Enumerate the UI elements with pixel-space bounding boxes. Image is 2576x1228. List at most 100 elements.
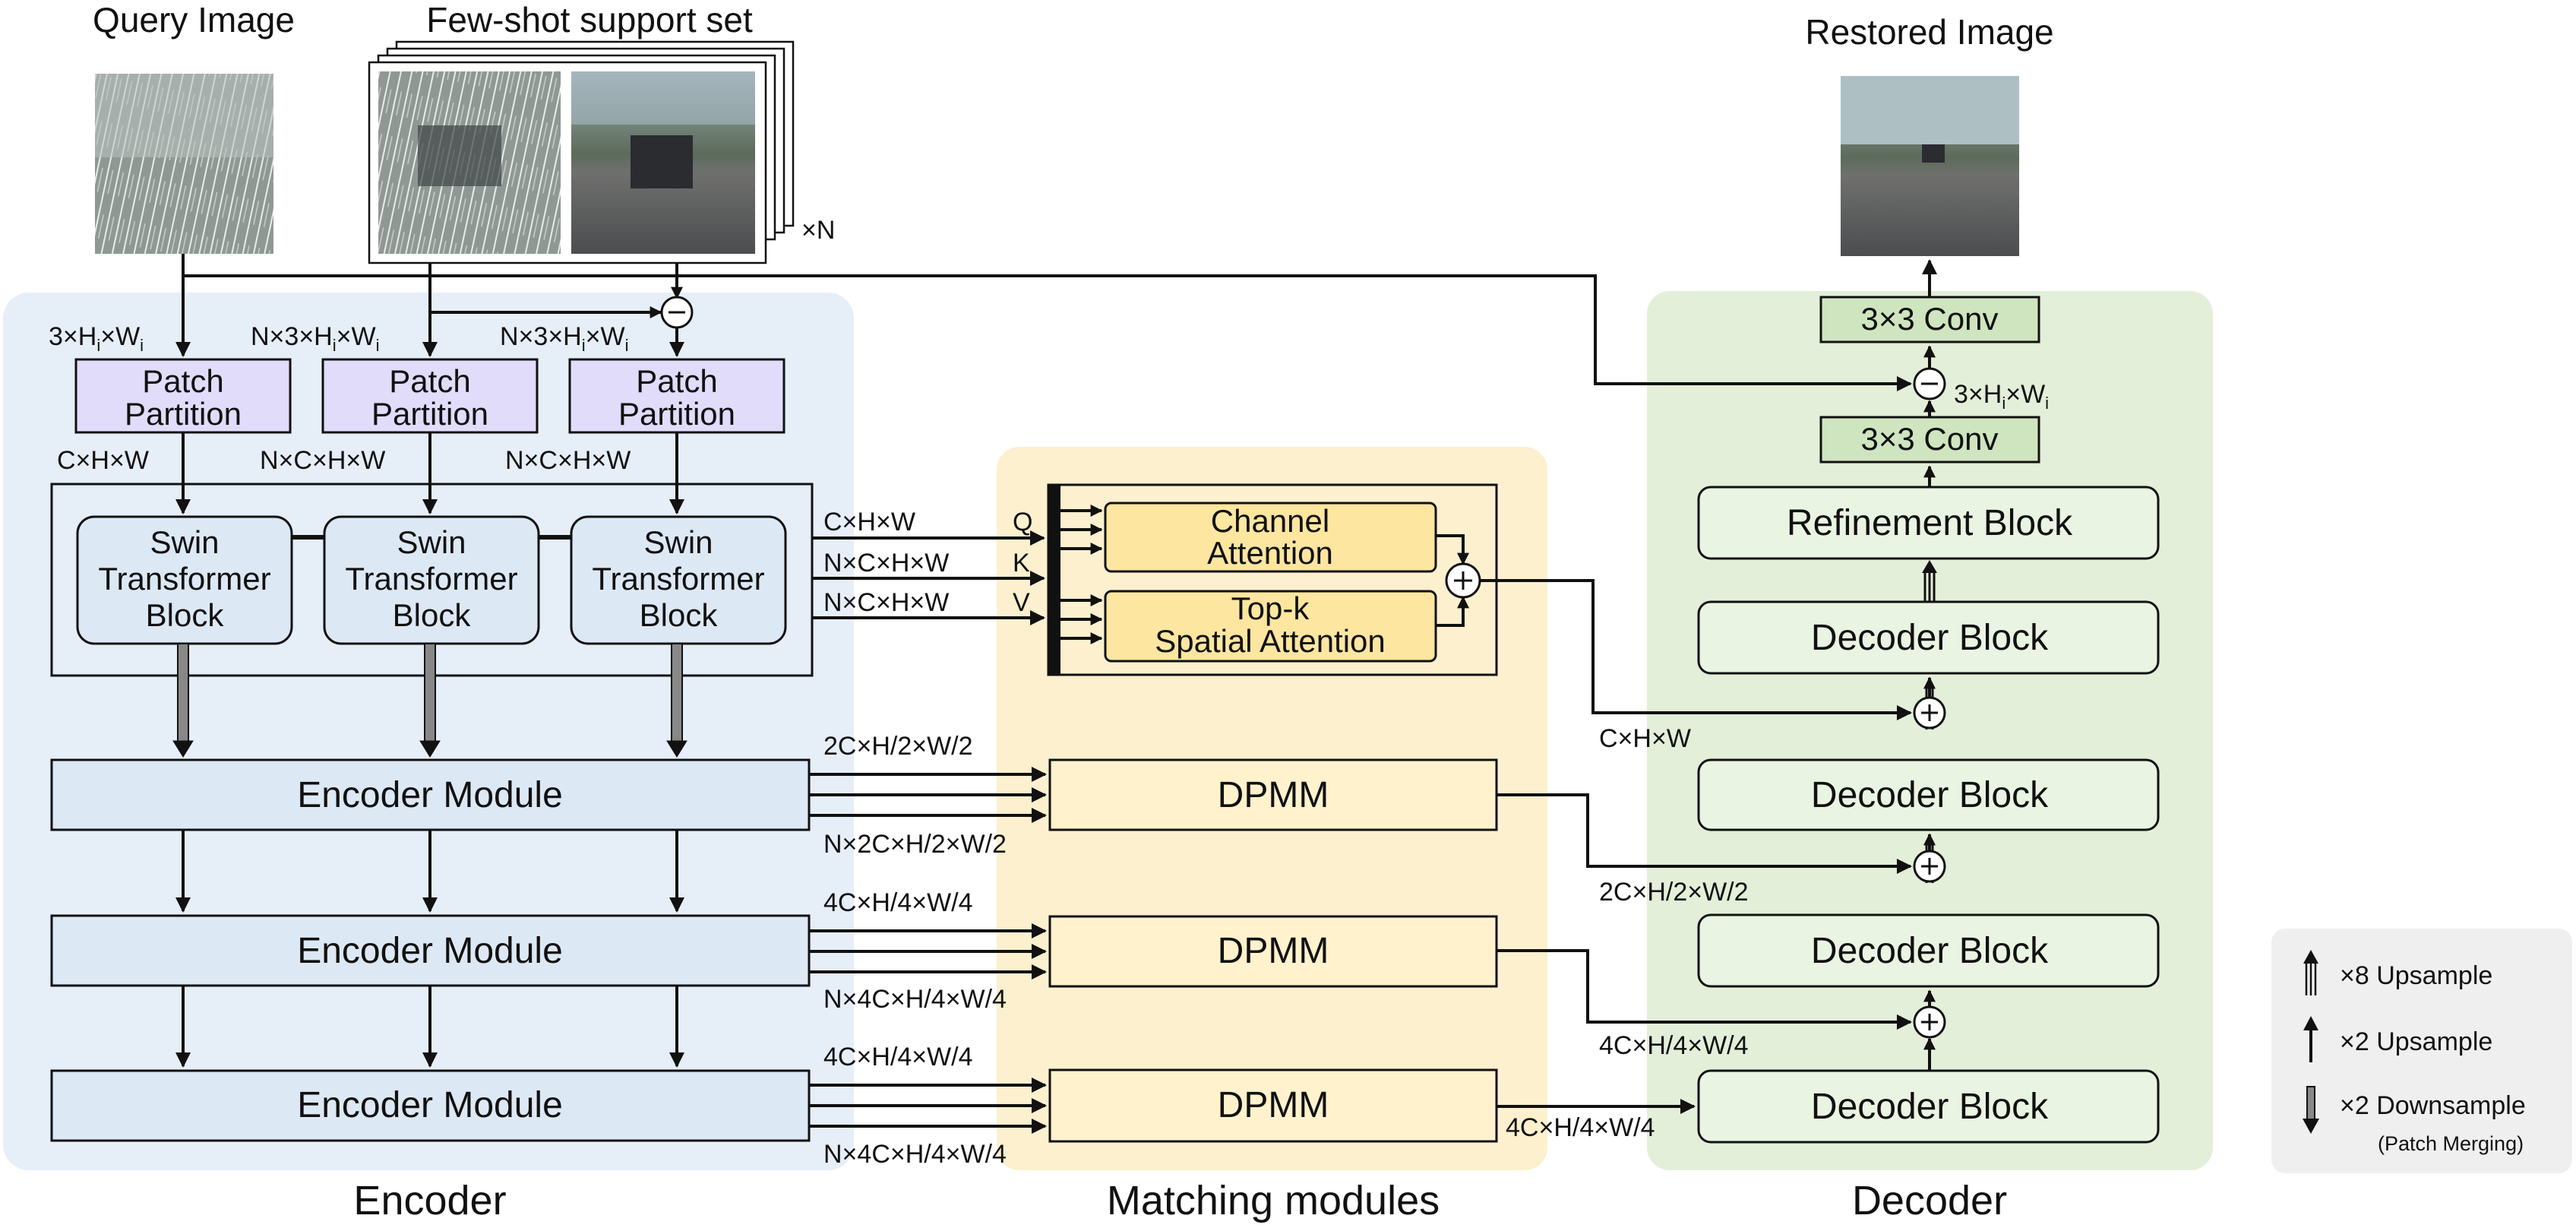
residual-input-dim: N×3×Hi×Wi bbox=[500, 322, 628, 355]
svg-text:DPMM: DPMM bbox=[1218, 1085, 1329, 1125]
plus-circle-icon bbox=[1445, 562, 1481, 599]
svg-text:Patch: Patch bbox=[636, 363, 717, 399]
attention-input-bar bbox=[1048, 485, 1060, 675]
patch-out-dim-2: N×C×H×W bbox=[260, 446, 385, 475]
svg-text:DPMM: DPMM bbox=[1218, 775, 1329, 815]
svg-text:Block: Block bbox=[640, 597, 719, 633]
svg-text:3×3 Conv: 3×3 Conv bbox=[1861, 421, 1999, 457]
topk-spatial-attention: Top-k Spatial Attention bbox=[1104, 590, 1437, 663]
encoder-module-3: Encoder Module bbox=[50, 1069, 811, 1142]
svg-text:Refinement Block: Refinement Block bbox=[1787, 503, 2073, 543]
dpmm-2: DPMM bbox=[1048, 915, 1498, 988]
svg-text:Swin: Swin bbox=[150, 524, 219, 560]
dpmm2-in-bottom: N×4C×H/4×W/4 bbox=[823, 985, 1007, 1014]
query-input-dim: 3×Hi×Wi bbox=[49, 322, 144, 355]
patch-partition-2: Patch Partition bbox=[321, 358, 539, 434]
qkv-arrows bbox=[812, 505, 1912, 720]
dpmm-to-decoder-arrows bbox=[1497, 793, 1912, 1114]
restored-image-label: Restored Image bbox=[1805, 12, 2053, 52]
decoder-plus-circle-icon-3 bbox=[1913, 1005, 1946, 1039]
dpmm1-out-dim: 2C×H/2×W/2 bbox=[1599, 878, 1749, 907]
svg-text:DPMM: DPMM bbox=[1218, 931, 1329, 971]
swin-block-1: Swin Transformer Block bbox=[76, 515, 293, 645]
swin-block-3: Swin Transformer Block bbox=[570, 515, 787, 645]
decoder-plus-circle-icon-2 bbox=[1913, 850, 1946, 883]
svg-text:Patch: Patch bbox=[142, 363, 223, 399]
legend-upsample8: ×8 Upsample bbox=[2340, 961, 2492, 990]
patch-partition-3: Patch Partition bbox=[568, 358, 785, 434]
downsample-arrows bbox=[172, 643, 687, 758]
refinement-block: Refinement Block bbox=[1697, 486, 2160, 560]
decoder-section-label: Decoder bbox=[1852, 1178, 2007, 1223]
dpmm1-in-top: 2C×H/2×W/2 bbox=[823, 732, 973, 761]
decoder-residual-dim: 3×Hi×Wi bbox=[1954, 380, 2049, 413]
svg-text:Swin: Swin bbox=[643, 524, 713, 560]
conv-top: 3×3 Conv bbox=[1819, 296, 2040, 343]
decoder-plus-circle-icon-1 bbox=[1913, 696, 1946, 730]
dpmm3-in-top: 4C×H/4×W/4 bbox=[823, 1043, 973, 1071]
query-image-label: Query Image bbox=[93, 0, 295, 40]
svg-text:Transformer: Transformer bbox=[345, 561, 517, 597]
svg-text:Top-k: Top-k bbox=[1231, 590, 1310, 626]
svg-text:Decoder Block: Decoder Block bbox=[1811, 931, 2049, 971]
svg-text:Encoder Module: Encoder Module bbox=[297, 775, 563, 815]
svg-text:Attention: Attention bbox=[1207, 535, 1333, 571]
support-set-stack bbox=[368, 40, 795, 264]
svg-text:Transformer: Transformer bbox=[592, 561, 764, 597]
svg-text:Spatial Attention: Spatial Attention bbox=[1155, 623, 1386, 659]
svg-text:Patch: Patch bbox=[389, 363, 470, 399]
decoder-block-3: Decoder Block bbox=[1697, 913, 2160, 988]
legend-downsample2: ×2 Downsample bbox=[2340, 1091, 2526, 1120]
dpmm2-out-dim: 4C×H/4×W/4 bbox=[1599, 1031, 1749, 1060]
v-letter: V bbox=[1013, 588, 1030, 617]
svg-text:Decoder Block: Decoder Block bbox=[1811, 618, 2049, 658]
dpmm3-in-bottom: N×4C×H/4×W/4 bbox=[823, 1140, 1007, 1169]
svg-text:Partition: Partition bbox=[125, 396, 242, 432]
dpmm1-in-bottom: N×2C×H/2×W/2 bbox=[823, 830, 1007, 859]
svg-text:Channel: Channel bbox=[1211, 503, 1329, 539]
patch-partition-1: Patch Partition bbox=[74, 358, 292, 434]
legend-panel bbox=[2271, 929, 2572, 1173]
downsample-2-icon bbox=[2303, 1086, 2319, 1134]
q-letter: Q bbox=[1013, 508, 1032, 536]
q-dim: C×H×W bbox=[823, 508, 915, 536]
legend: ×8 Upsample ×2 Upsample ×2 Downsample (P… bbox=[2303, 950, 2526, 1155]
svg-text:Block: Block bbox=[393, 597, 472, 633]
minus-circle-icon bbox=[660, 296, 694, 329]
svg-text:Partition: Partition bbox=[371, 396, 488, 432]
decoder-block-4: Decoder Block bbox=[1697, 1069, 2160, 1144]
upsample-2-icon bbox=[2303, 1016, 2318, 1062]
svg-text:Decoder Block: Decoder Block bbox=[1811, 775, 2049, 815]
upsample-8-icon bbox=[2303, 950, 2318, 995]
decoder-block-2: Decoder Block bbox=[1697, 758, 2160, 831]
encoder-arrows bbox=[175, 254, 1912, 1068]
encoder-section-label: Encoder bbox=[353, 1178, 506, 1223]
v-dim: N×C×H×W bbox=[823, 588, 949, 617]
svg-text:Decoder Block: Decoder Block bbox=[1811, 1087, 2049, 1127]
svg-text:Encoder Module: Encoder Module bbox=[297, 1085, 563, 1125]
svg-text:Encoder Module: Encoder Module bbox=[297, 931, 563, 971]
channel-attention: Channel Attention bbox=[1104, 502, 1437, 573]
dpmm2-in-top: 4C×H/4×W/4 bbox=[823, 888, 973, 917]
k-dim: N×C×H×W bbox=[823, 549, 949, 578]
attention-out-dim: C×H×W bbox=[1599, 724, 1691, 753]
encoder-module-1: Encoder Module bbox=[50, 758, 811, 831]
dpmm3-out-dim: 4C×H/4×W/4 bbox=[1506, 1113, 1655, 1142]
restored-image bbox=[1841, 76, 2019, 256]
dpmm-1: DPMM bbox=[1048, 758, 1498, 831]
svg-text:3×3 Conv: 3×3 Conv bbox=[1861, 301, 1999, 337]
decoder-minus-circle-icon bbox=[1913, 367, 1946, 400]
matching-section-label: Matching modules bbox=[1107, 1178, 1440, 1223]
conv-bottom: 3×3 Conv bbox=[1819, 416, 2040, 464]
svg-text:Partition: Partition bbox=[618, 396, 735, 432]
svg-text:Block: Block bbox=[146, 597, 225, 633]
support-set-label: Few-shot support set bbox=[426, 0, 753, 40]
encoder-to-dpmm-arrows bbox=[809, 767, 1047, 1134]
decoder-block-1: Decoder Block bbox=[1697, 600, 2160, 675]
query-image bbox=[95, 74, 273, 254]
times-n-label: ×N bbox=[801, 216, 835, 245]
legend-patch-merging: (Patch Merging) bbox=[2378, 1132, 2524, 1155]
svg-text:Swin: Swin bbox=[397, 524, 466, 560]
patch-out-dim-1: C×H×W bbox=[57, 446, 149, 475]
